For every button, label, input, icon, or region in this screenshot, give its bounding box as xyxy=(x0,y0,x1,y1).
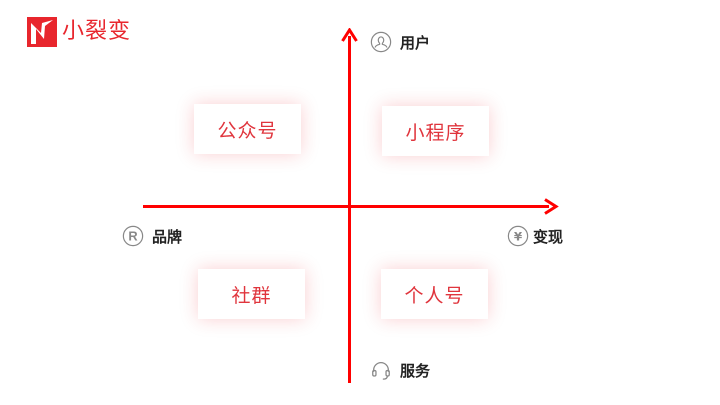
arrow-right-icon xyxy=(544,198,559,215)
quadrant-top-right: 小程序 xyxy=(382,106,489,156)
vertical-axis xyxy=(348,36,351,383)
axis-label-top: 用户 xyxy=(370,31,430,53)
axis-label-right: ¥ 变现 xyxy=(507,225,563,247)
logo-lightning-icon xyxy=(27,17,57,47)
registered-trademark-icon: R xyxy=(122,225,144,247)
quadrant-top-left: 公众号 xyxy=(194,104,301,154)
yen-icon: ¥ xyxy=(507,225,529,247)
axis-label-bottom-text: 服务 xyxy=(400,361,431,380)
svg-text:¥: ¥ xyxy=(514,230,523,244)
svg-text:R: R xyxy=(128,229,137,244)
quadrant-bottom-left: 社群 xyxy=(198,269,305,319)
axis-label-bottom: 服务 xyxy=(370,359,430,381)
axis-label-right-text: 变现 xyxy=(533,227,564,246)
brand-name: 小裂变 xyxy=(62,19,132,44)
quadrant-bottom-right: 个人号 xyxy=(381,269,488,319)
horizontal-axis xyxy=(143,205,549,208)
headset-icon xyxy=(372,362,390,380)
axis-label-top-text: 用户 xyxy=(400,33,431,52)
arrow-up-icon xyxy=(341,28,358,42)
user-icon xyxy=(370,31,392,53)
axis-label-left-text: 品牌 xyxy=(152,227,183,246)
brand-logo: 小裂变 xyxy=(27,17,131,47)
axis-label-left: R 品牌 xyxy=(122,225,182,247)
